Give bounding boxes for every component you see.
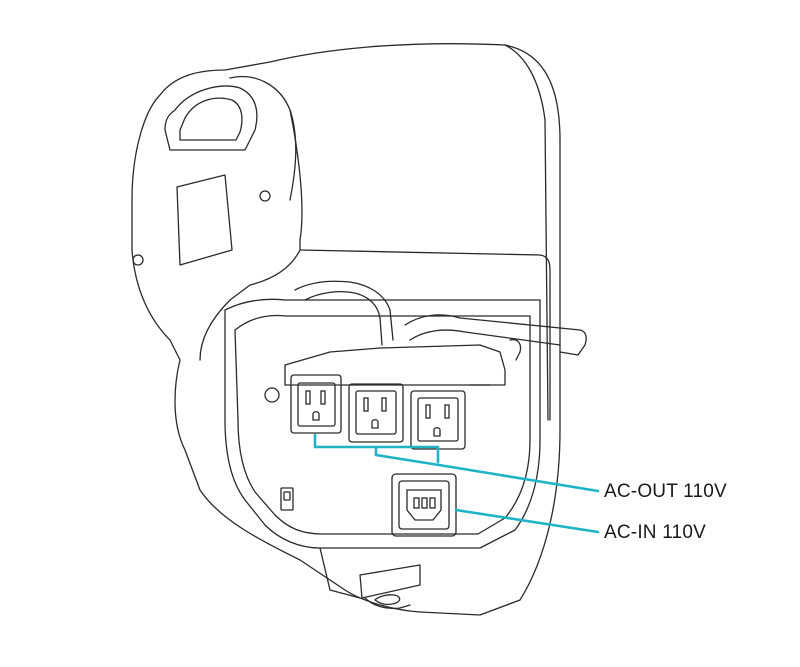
ac-outlet-2 [348,383,404,443]
ac-in-label: AC-IN 110V [604,522,706,543]
ac-in-leader-line [454,508,600,534]
device-body [131,43,587,616]
ac-out-leader-line [374,453,600,493]
ac-inlet [391,473,457,537]
ac-outlet-1 [290,374,342,434]
leader-lines [313,433,600,534]
ac-outlet-3 [410,390,466,450]
ac-out-label: AC-OUT 110V [604,481,727,502]
